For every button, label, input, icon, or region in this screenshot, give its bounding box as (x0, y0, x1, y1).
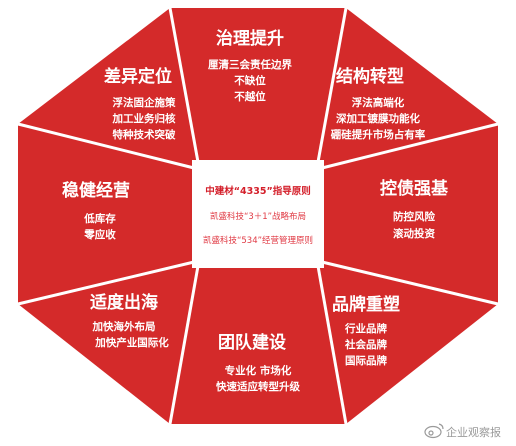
segment-item: 低库存 (83, 212, 116, 225)
segment-title: 控债强基 (380, 178, 449, 199)
segment-item: 不缺位 (234, 74, 266, 87)
segment-item: 浮法高端化 (352, 96, 405, 109)
segment-title: 治理提升 (216, 28, 284, 49)
segment-differentiation: 差异定位 浮法固企施策 加工业务归核 特种技术突破 (104, 66, 176, 141)
segment-title: 稳健经营 (62, 180, 130, 201)
segment-item: 加工业务归核 (112, 112, 176, 125)
center-box (192, 160, 324, 268)
segment-stable-operation: 稳健经营 低库存 零应收 (62, 180, 130, 241)
segment-item: 不越位 (234, 90, 266, 103)
segment-item: 零应收 (83, 228, 116, 241)
segment-item: 厘清三会责任边界 (208, 58, 292, 71)
segment-item: 国际品牌 (345, 354, 387, 367)
center-line-1: 中建材“4335”指导原则 (205, 185, 310, 197)
center-line-2: 凯盛科技“3＋1”战略布局 (210, 211, 306, 222)
segment-item: 硼硅提升市场占有率 (330, 128, 426, 141)
segment-item: 浮法固企施策 (113, 96, 176, 109)
segment-governance: 治理提升 厘清三会责任边界 不缺位 不越位 (208, 28, 292, 103)
segment-item: 快速适应转型升级 (215, 380, 300, 393)
segment-item: 行业品牌 (344, 322, 387, 335)
watermark: 企业观察报 (424, 423, 501, 439)
segment-item: 深加工镀膜功能化 (336, 112, 420, 125)
segment-debt-control: 控债强基 防控风险 滚动投资 (380, 178, 449, 240)
segment-item: 加快产业国际化 (94, 336, 169, 349)
segment-brand: 品牌重塑 行业品牌 社会品牌 国际品牌 (332, 294, 400, 367)
segment-dividers (17, 7, 499, 425)
segment-title: 品牌重塑 (332, 294, 400, 315)
weibo-icon (424, 423, 444, 439)
segment-title: 团队建设 (218, 332, 286, 353)
segment-structure: 结构转型 浮法高端化 深加工镀膜功能化 硼硅提升市场占有率 (330, 66, 426, 141)
segment-item: 专业化 市场化 (225, 364, 292, 377)
segment-item: 加快海外布局 (92, 320, 156, 333)
segment-item: 社会品牌 (344, 338, 387, 351)
center-line-3: 凯盛科技“534”经营管理原则 (203, 235, 313, 246)
segment-item: 特种技术突破 (113, 128, 176, 141)
watermark-text: 企业观察报 (446, 425, 501, 439)
segment-overseas: 适度出海 加快海外布局 加快产业国际化 (90, 292, 169, 349)
segment-title: 结构转型 (336, 66, 404, 87)
segment-item: 滚动投资 (393, 227, 435, 240)
segment-item: 防控风险 (393, 210, 435, 223)
segment-team: 团队建设 专业化 市场化 快速适应转型升级 (215, 332, 300, 393)
segment-title: 适度出海 (90, 292, 158, 313)
segment-title: 差异定位 (104, 66, 172, 87)
